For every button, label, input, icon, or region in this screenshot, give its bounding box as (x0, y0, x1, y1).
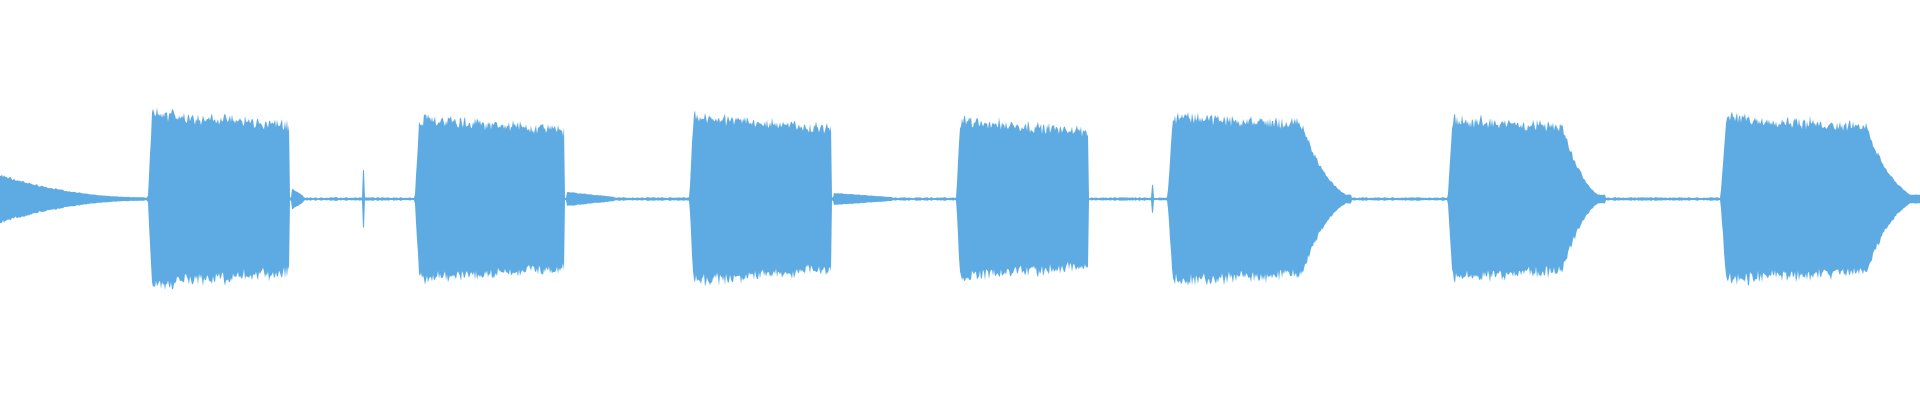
waveform-panel (0, 0, 1920, 400)
audio-waveform[interactable] (0, 0, 1920, 400)
